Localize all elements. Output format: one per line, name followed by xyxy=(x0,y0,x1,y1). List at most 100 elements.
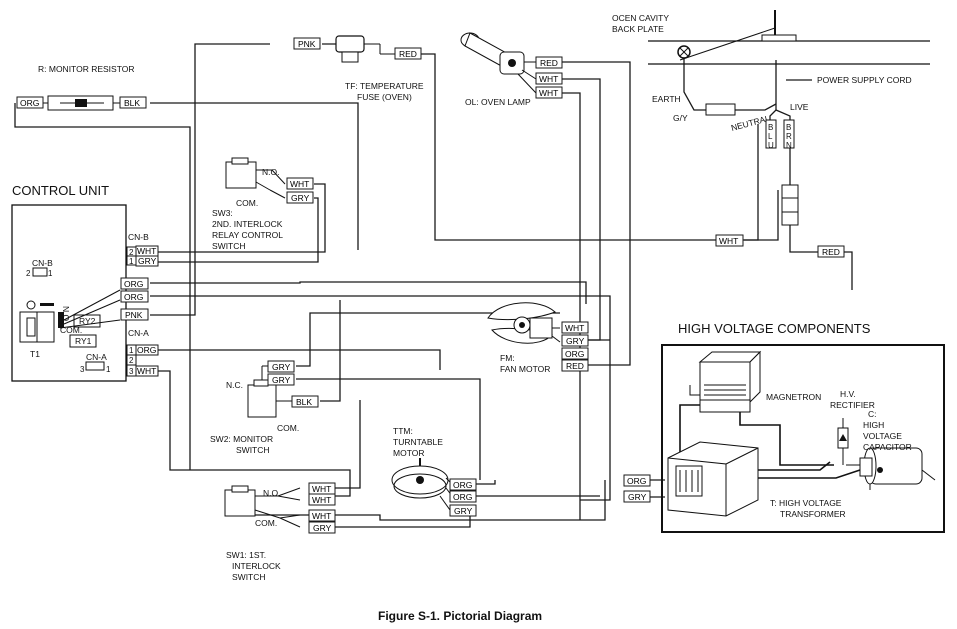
ttm-label-2: TURNTABLE xyxy=(393,437,443,447)
tag-sw1-wht-2: WHT xyxy=(308,493,336,506)
svg-text:PNK: PNK xyxy=(125,310,143,320)
svg-text:WHT: WHT xyxy=(312,511,331,521)
svg-text:WHT: WHT xyxy=(539,88,558,98)
tag-red-right: RED xyxy=(817,245,845,258)
svg-text:RED: RED xyxy=(566,361,584,371)
svg-text:WHT: WHT xyxy=(290,179,309,189)
ttm-label-1: TTM: xyxy=(393,426,413,436)
wiring xyxy=(14,43,853,528)
svg-text:WHT: WHT xyxy=(312,484,331,494)
svg-text:ORG: ORG xyxy=(137,345,156,355)
svg-text:B: B xyxy=(786,123,791,132)
tag-hv-gry: GRY xyxy=(623,490,651,503)
hv-components-title: HIGH VOLTAGE COMPONENTS xyxy=(678,321,871,336)
hv-capacitor-label-2: HIGH xyxy=(863,420,884,430)
temp-fuse-label-1: TF: TEMPERATURE xyxy=(345,81,424,91)
cnb-connector: 2 1 xyxy=(126,246,137,266)
temp-fuse-label-2: FUSE (OVEN) xyxy=(357,92,412,102)
svg-text:ORG: ORG xyxy=(453,492,472,502)
tag-red-lamp: RED xyxy=(535,56,563,69)
sw2-label-1: SW2: MONITOR xyxy=(210,434,273,444)
brn-wire-tag: B R N xyxy=(783,119,795,150)
tag-cna-wht: WHT xyxy=(135,365,159,377)
svg-text:RED: RED xyxy=(822,247,840,257)
tag-sw2-gry-1: GRY xyxy=(267,360,295,373)
monitor-resistor xyxy=(43,95,120,111)
tag-cnb-gry: GRY xyxy=(135,255,159,267)
svg-text:BLK: BLK xyxy=(296,397,312,407)
earth-label: EARTH xyxy=(652,94,681,104)
svg-text:RED: RED xyxy=(399,49,417,59)
tag-fm-gry: GRY xyxy=(561,334,589,347)
sw1-label-1: SW1: 1ST. xyxy=(226,550,266,560)
live-label: LIVE xyxy=(790,102,809,112)
tag-ttm-org-2: ORG xyxy=(449,490,477,503)
tag-blk-resistor: BLK xyxy=(119,96,147,109)
oven-cavity-label-2: BACK PLATE xyxy=(612,24,664,34)
svg-text:L: L xyxy=(768,132,773,141)
svg-text:WHT: WHT xyxy=(137,366,156,376)
cna-label: CN-A xyxy=(128,328,149,338)
sw3-label-4: SWITCH xyxy=(212,241,246,251)
cna-inner-pin-1: 1 xyxy=(106,365,111,374)
hv-transformer xyxy=(667,441,861,517)
hv-rectifier xyxy=(837,418,849,465)
ry2-label: RY2 xyxy=(79,316,96,326)
t1-label: T1 xyxy=(30,349,40,359)
sw3-no-label: N.O. xyxy=(262,167,279,177)
svg-text:R: R xyxy=(786,132,792,141)
cna-connector: 1 2 3 xyxy=(126,344,137,377)
tag-sw1-wht-3: WHT xyxy=(308,509,336,522)
ry1-label: RY1 xyxy=(75,336,92,346)
sw3-switch xyxy=(225,157,286,199)
gy-label: G/Y xyxy=(673,113,688,123)
svg-text:B: B xyxy=(768,123,773,132)
svg-text:WHT: WHT xyxy=(137,246,156,256)
svg-text:N: N xyxy=(786,141,792,150)
tag-cu-pnk: PNK xyxy=(120,308,149,321)
sw2-label-2: SWITCH xyxy=(236,445,270,455)
svg-text:BLK: BLK xyxy=(124,98,140,108)
tag-gry-sw3: GRY xyxy=(286,191,314,204)
svg-text:GRY: GRY xyxy=(566,336,585,346)
blu-wire-tag: B L U xyxy=(765,119,777,150)
tag-cu-org-2: ORG xyxy=(120,290,149,303)
sw1-com-label: COM. xyxy=(255,518,277,528)
earth-screw xyxy=(677,45,736,116)
svg-text:PNK: PNK xyxy=(298,39,316,49)
hv-rectifier-label-2: RECTIFIER xyxy=(830,400,875,410)
tag-wht-mid: WHT xyxy=(715,234,744,247)
tag-fm-org: ORG xyxy=(561,347,589,360)
svg-text:ORG: ORG xyxy=(124,279,143,289)
hv-capacitor-label-3: VOLTAGE xyxy=(863,431,902,441)
tag-cu-org-1: ORG xyxy=(120,277,149,290)
svg-text:GRY: GRY xyxy=(272,362,291,372)
svg-text:GRY: GRY xyxy=(138,256,157,266)
svg-text:WHT: WHT xyxy=(719,236,738,246)
cnb-label: CN-B xyxy=(128,232,149,242)
power-cord-label: POWER SUPPLY CORD xyxy=(817,75,912,85)
turntable-motor xyxy=(391,458,453,511)
svg-text:2: 2 xyxy=(129,356,134,365)
sw2-switch xyxy=(247,365,292,418)
svg-text:3: 3 xyxy=(129,367,134,376)
fan-motor-label-2: FAN MOTOR xyxy=(500,364,550,374)
tag-org-resistor: ORG xyxy=(16,96,44,109)
tag-sw1-gry: GRY xyxy=(308,521,336,534)
svg-text:WHT: WHT xyxy=(539,74,558,84)
svg-text:U: U xyxy=(768,141,774,150)
svg-text:1: 1 xyxy=(129,346,134,355)
svg-text:GRY: GRY xyxy=(313,523,332,533)
svg-text:ORG: ORG xyxy=(453,480,472,490)
tag-sw2-gry-2: GRY xyxy=(267,373,295,386)
tag-sw1-wht-1: WHT xyxy=(308,482,336,495)
neutral-label: NEUTRAL xyxy=(730,113,771,133)
svg-text:1: 1 xyxy=(129,257,134,266)
cna-inner-pin-3: 3 xyxy=(80,365,85,374)
tag-pnk-top: PNK xyxy=(293,37,321,50)
cnb-inner-pin-1: 1 xyxy=(48,269,53,278)
svg-text:GRY: GRY xyxy=(454,506,473,516)
fan-motor-label-1: FM: xyxy=(500,353,515,363)
sw3-label-1: SW3: xyxy=(212,208,233,218)
oven-lamp-label: OL: OVEN LAMP xyxy=(465,97,531,107)
